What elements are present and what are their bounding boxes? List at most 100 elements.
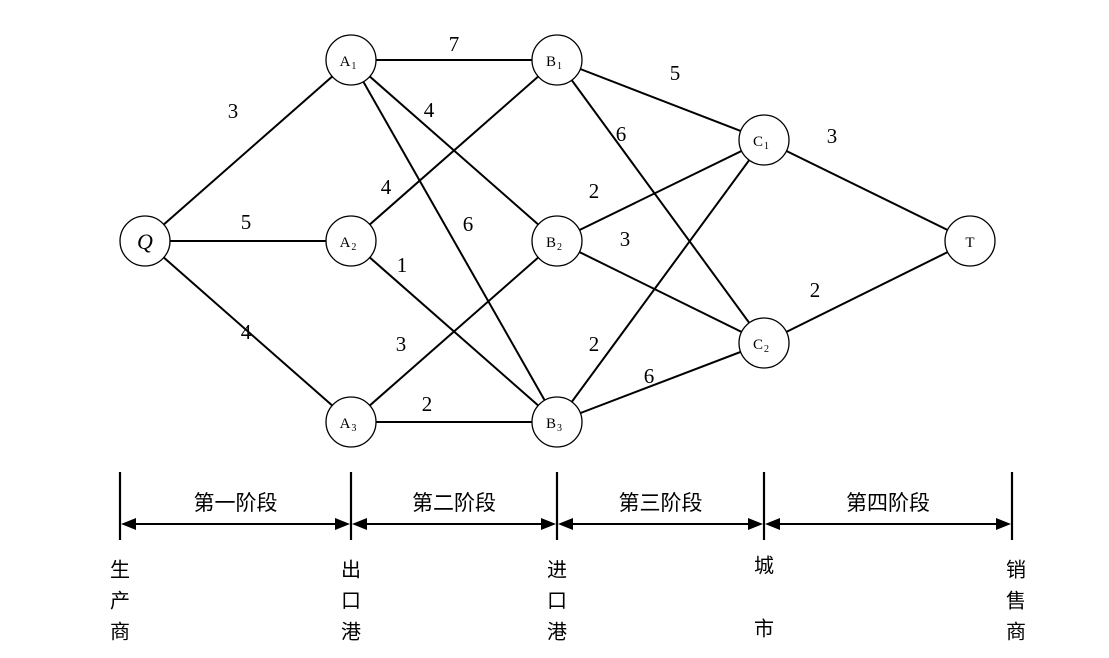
place-label-4: 城市 (754, 554, 774, 641)
edge-weight-a1-b3: 6 (463, 212, 474, 236)
edge-weight-a2-b3: 1 (397, 253, 408, 277)
place-char: 口 (547, 589, 567, 613)
edge-b2-c2 (556, 240, 765, 344)
node-letter: B (546, 54, 556, 70)
node-c2: C2 (738, 317, 790, 369)
node-circle-b2 (531, 215, 583, 267)
edge-weight-b3-c2: 6 (644, 364, 655, 388)
node-circle-a3 (325, 396, 377, 448)
node-label-b3: B3 (546, 416, 562, 434)
stage-arrow-left-head-2 (352, 518, 367, 530)
edge-b3-c1 (556, 139, 765, 423)
node-letter: A (340, 416, 351, 432)
node-letter: A (340, 235, 351, 251)
edge-weight-q-a1: 3 (228, 99, 239, 123)
stage-label-1: 第一阶段 (194, 491, 278, 515)
node-circle-b3 (531, 396, 583, 448)
edge-b1-c2 (556, 59, 765, 344)
stage-arrow-right-head-2 (541, 518, 556, 530)
place-char: 城 (754, 554, 774, 578)
stage-arrow-left-head-3 (558, 518, 573, 530)
node-circle-q (119, 215, 171, 267)
edge-q-a3 (144, 240, 352, 423)
node-letter: T (965, 235, 974, 251)
node-subscript: 2 (764, 344, 769, 355)
edge-weight-a1-b1: 7 (449, 32, 460, 56)
edge-weight-a1-b2: 4 (424, 98, 435, 122)
place-char: 售 (1006, 589, 1026, 613)
edge-b2-c1 (556, 139, 765, 242)
node-letter: B (546, 235, 556, 251)
node-label-a1: A1 (340, 54, 357, 72)
edge-b3-c2 (556, 342, 765, 423)
place-char: 商 (110, 620, 130, 644)
place-label-3: 进口港 (547, 558, 567, 644)
place-char: 港 (547, 620, 567, 644)
stage-arrow-left-head-4 (765, 518, 780, 530)
node-label-a2: A2 (340, 235, 357, 253)
node-letter: C (753, 134, 763, 150)
place-label-1: 生产商 (110, 558, 130, 644)
stage-label-3: 第三阶段 (619, 491, 703, 515)
place-char: 港 (341, 620, 361, 644)
node-t: T (944, 215, 996, 267)
place-label-2: 出口港 (341, 558, 361, 644)
edge-a3-b2 (350, 240, 558, 423)
node-a2: A2 (325, 215, 377, 267)
node-letter: Q (137, 229, 153, 254)
node-label-t: T (965, 235, 974, 251)
node-subscript: 3 (351, 423, 356, 434)
edge-weight-a3-b3: 2 (422, 392, 433, 416)
node-a3: A3 (325, 396, 377, 448)
edge-a2-b1 (350, 59, 558, 242)
node-b3: B3 (531, 396, 583, 448)
node-q: Q (119, 215, 171, 267)
edge-weight-c2-t: 2 (810, 278, 821, 302)
node-a1: A1 (325, 34, 377, 86)
edge-q-a1 (144, 59, 352, 242)
stage-timeline: 第一阶段第二阶段第三阶段第四阶段生产商出口港进口港城市销售商 (110, 472, 1026, 644)
place-char: 进 (547, 558, 567, 582)
edge-b1-c1 (556, 59, 765, 141)
edge-weight-a2-b1: 4 (381, 175, 392, 199)
edge-c1-t (763, 139, 971, 242)
place-label-5: 销售商 (1006, 558, 1026, 644)
edge-weight-b2-c1: 2 (589, 179, 600, 203)
place-char: 产 (110, 589, 130, 613)
node-label-b2: B2 (546, 235, 562, 253)
node-circle-t (944, 215, 996, 267)
edge-weight-c1-t: 3 (827, 124, 838, 148)
node-label-b1: B1 (546, 54, 562, 72)
node-letter: B (546, 416, 556, 432)
node-circle-a1 (325, 34, 377, 86)
edge-a1-b3 (350, 59, 558, 423)
edge-c2-t (763, 240, 971, 344)
node-label-a3: A3 (340, 416, 357, 434)
stage-arrow-right-head-1 (335, 518, 350, 530)
node-circle-a2 (325, 215, 377, 267)
node-letter: A (340, 54, 351, 70)
place-char: 销 (1006, 558, 1026, 582)
node-label-q: Q (137, 229, 153, 254)
edge-weight-q-a3: 4 (241, 320, 252, 344)
node-subscript: 2 (557, 242, 562, 253)
edges-layer (144, 59, 971, 423)
place-char: 市 (754, 617, 774, 641)
node-subscript: 1 (557, 61, 562, 72)
edge-weight-b1-c2: 6 (616, 122, 627, 146)
node-subscript: 3 (557, 423, 562, 434)
place-char: 生 (110, 558, 130, 582)
node-circle-b1 (531, 34, 583, 86)
stage-arrow-left-head-1 (121, 518, 136, 530)
edge-weight-b2-c2: 3 (620, 227, 631, 251)
edge-weight-q-a2: 5 (241, 210, 252, 234)
node-label-c1: C1 (753, 134, 769, 152)
stage-label-4: 第四阶段 (846, 491, 930, 515)
stage-arrow-right-head-4 (996, 518, 1011, 530)
node-label-c2: C2 (753, 337, 769, 355)
node-b2: B2 (531, 215, 583, 267)
stage-label-2: 第二阶段 (412, 491, 496, 515)
